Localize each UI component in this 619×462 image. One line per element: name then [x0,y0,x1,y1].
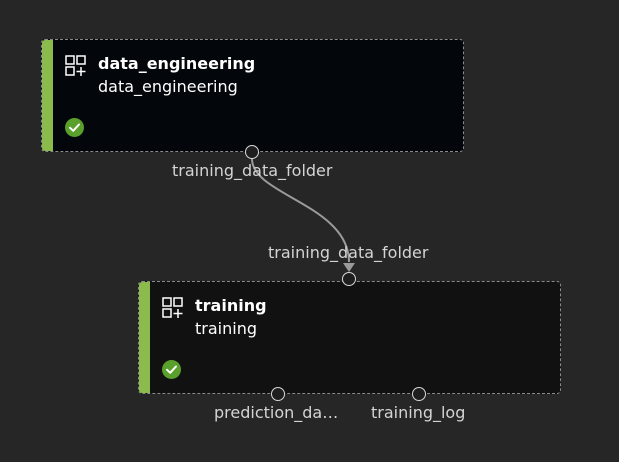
output-port-prediction-data[interactable] [271,387,285,401]
output-port-training-data-folder[interactable] [245,145,259,159]
output-port-label: training_data_folder [172,161,333,180]
output-port-label: prediction_da… [214,403,339,422]
node-title: training [195,296,267,315]
module-icon [162,297,183,318]
module-node-data-engineering[interactable]: data_engineering data_engineering [41,39,464,152]
output-port-label: training_log [371,403,466,422]
input-port-training-data-folder[interactable] [342,272,356,286]
node-status-accent [139,282,150,393]
node-status-accent [42,40,53,151]
node-subtitle: data_engineering [98,77,238,96]
status-success-icon [65,118,84,137]
node-title: data_engineering [98,54,256,73]
edge-arrowhead [343,263,355,272]
module-node-training[interactable]: training training [138,281,561,394]
input-port-label: training_data_folder [268,243,429,262]
output-port-training-log[interactable] [412,387,426,401]
status-success-icon [162,360,181,379]
node-subtitle: training [195,319,257,338]
module-icon [65,55,86,76]
